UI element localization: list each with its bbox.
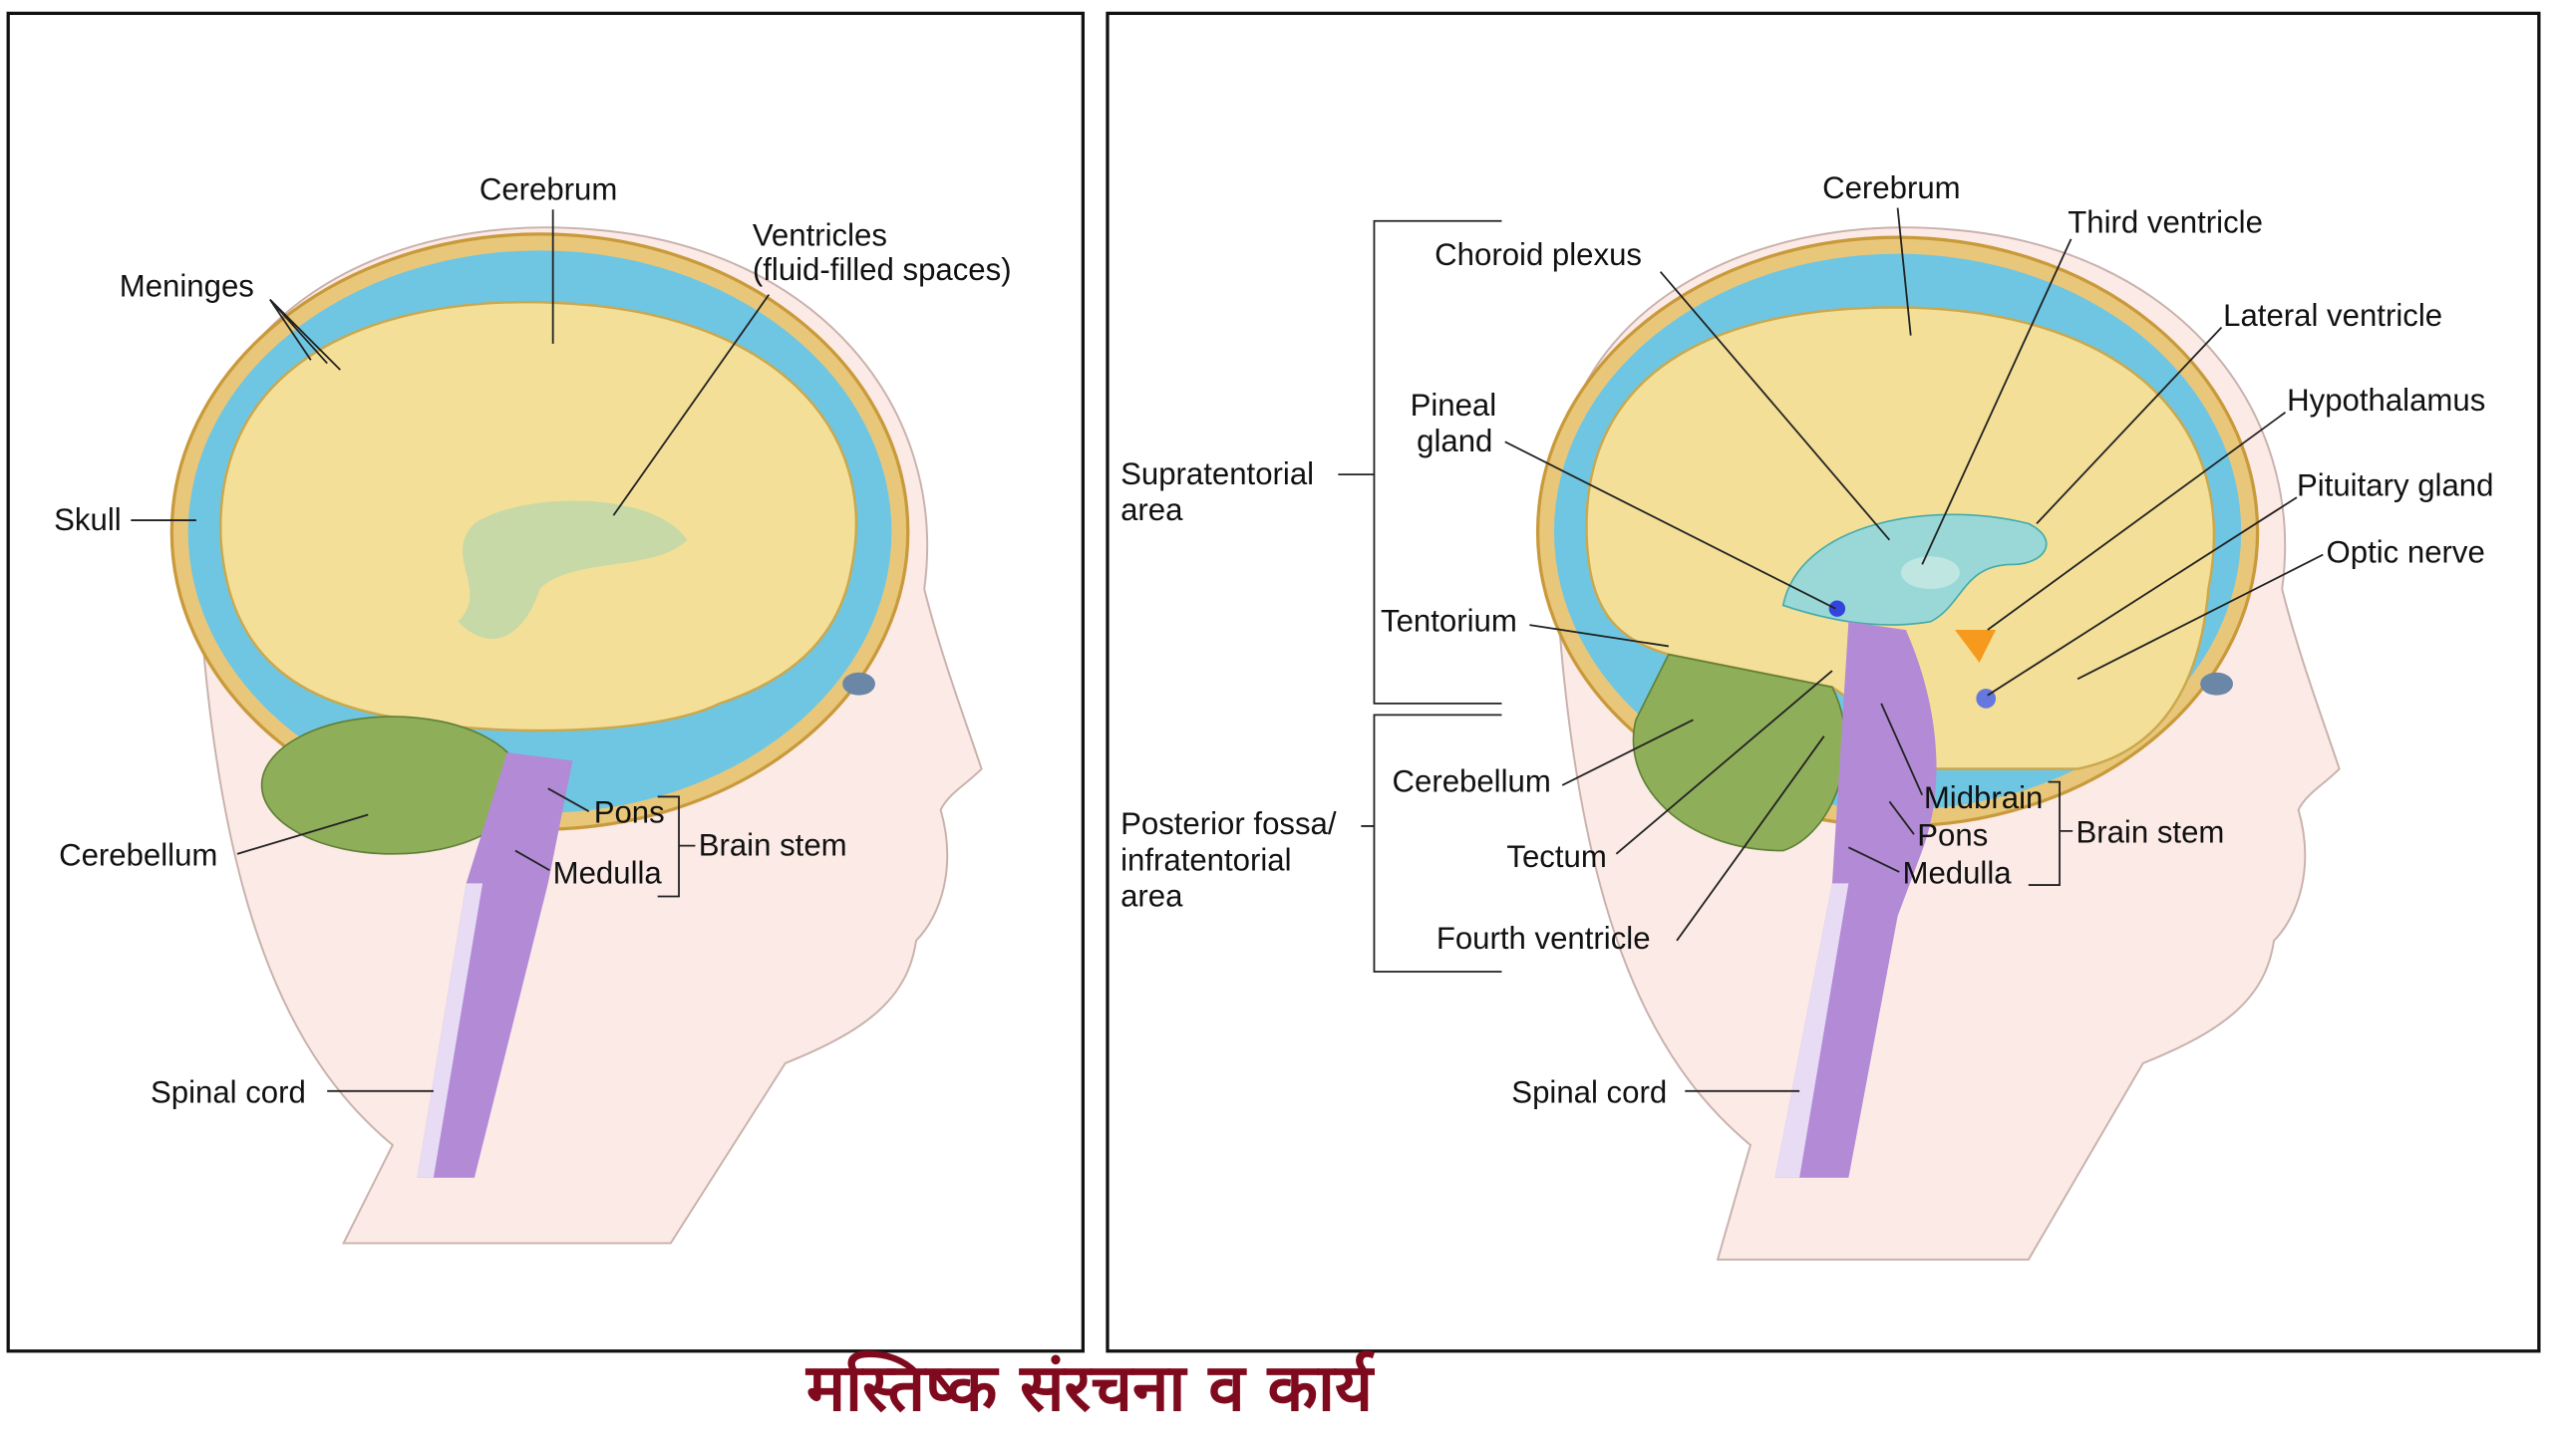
label-ventricles: Ventricles <box>753 217 887 252</box>
brainstem <box>417 752 573 1178</box>
label-cerebrum: Cerebrum <box>479 171 618 206</box>
label-cerebellum: Cerebellum <box>1393 764 1551 799</box>
posterior-fossa-bracket <box>1361 714 1502 973</box>
label-ventricles-desc: (fluid-filled spaces) <box>753 252 1012 287</box>
label-posterior-fossa-2: infratentorial <box>1120 842 1291 877</box>
label-posterior-fossa-3: area <box>1120 878 1183 913</box>
label-meninges: Meninges <box>120 268 254 303</box>
label-optic-nerve: Optic nerve <box>2327 535 2485 570</box>
left-labels: Cerebrum Meninges Ventricles (fluid-fill… <box>54 171 1011 1109</box>
pineal-gland <box>1828 600 1846 617</box>
label-brain-stem: Brain stem <box>699 828 847 863</box>
label-fourth-ventricle: Fourth ventricle <box>1436 921 1651 956</box>
label-lateral-ventricle: Lateral ventricle <box>2223 298 2442 333</box>
label-skull: Skull <box>54 502 122 537</box>
label-medulla: Medulla <box>553 855 663 890</box>
label-medulla: Medulla <box>1903 855 2013 890</box>
label-spinal-cord: Spinal cord <box>1511 1074 1667 1109</box>
label-midbrain: Midbrain <box>1924 780 2043 815</box>
label-pineal-gland: Pineal <box>1411 388 1497 423</box>
right-labels: Cerebrum Third ventricle Choroid plexus … <box>1120 170 2493 1109</box>
label-pons: Pons <box>1917 818 1988 853</box>
label-hypothalamus: Hypothalamus <box>2287 383 2485 418</box>
label-pituitary-gland: Pituitary gland <box>2297 467 2493 502</box>
label-pons: Pons <box>594 795 665 830</box>
label-choroid-plexus: Choroid plexus <box>1435 237 1642 272</box>
head-illustration-external <box>169 226 983 1245</box>
label-pineal-gland-2: gland <box>1417 424 1492 458</box>
left-panel: Cerebrum Meninges Ventricles (fluid-fill… <box>6 11 1085 1353</box>
label-cerebrum: Cerebrum <box>1822 170 1961 205</box>
label-posterior-fossa: Posterior fossa/ <box>1120 806 1337 841</box>
label-brain-stem: Brain stem <box>2075 814 2224 849</box>
label-third-ventricle: Third ventricle <box>2068 204 2263 239</box>
label-supratentorial: Supratentorial <box>1120 456 1314 491</box>
brain-stem-bracket <box>2028 780 2074 886</box>
label-tentorium: Tentorium <box>1381 604 1517 639</box>
right-panel: Cerebrum Third ventricle Choroid plexus … <box>1106 11 2541 1353</box>
label-supratentorial-2: area <box>1120 492 1183 527</box>
label-spinal-cord: Spinal cord <box>151 1074 306 1109</box>
label-cerebellum: Cerebellum <box>59 837 217 872</box>
page-title: मस्तिष्क संरचना व कार्य <box>804 1349 1376 1426</box>
ventricles <box>458 500 688 639</box>
hypothalamus <box>1955 630 1997 663</box>
supratentorial-bracket <box>1338 219 1502 705</box>
label-tectum: Tectum <box>1506 839 1606 874</box>
